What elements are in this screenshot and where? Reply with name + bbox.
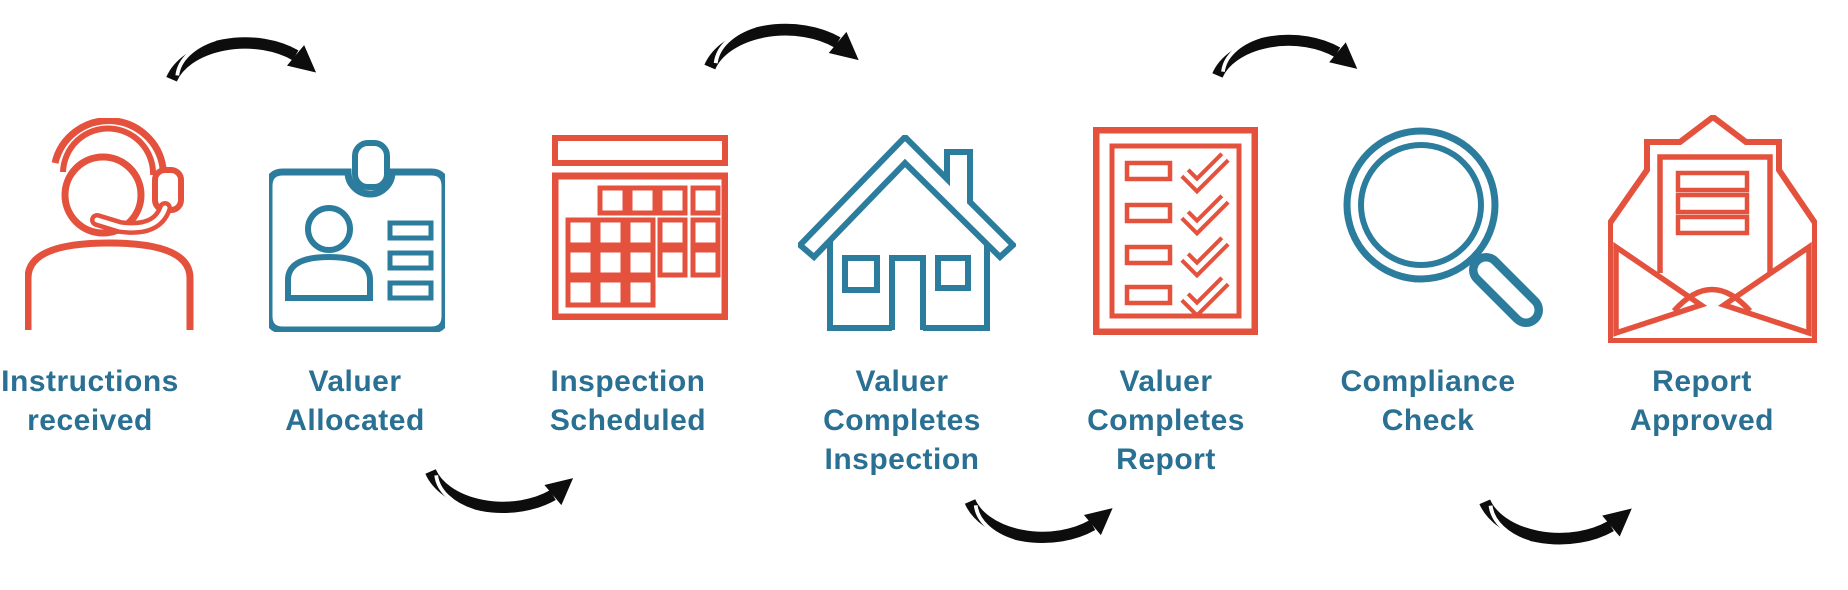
step-label-valuer-allocated: Valuer Allocated: [285, 365, 425, 437]
flow-arrow-4-bottom: [958, 494, 1128, 558]
support-agent-headset-icon: [25, 118, 195, 330]
flow-arrow-3-top: [700, 6, 872, 74]
house-icon: [798, 135, 1016, 331]
flow-arrow-2-bottom: [416, 464, 591, 528]
id-badge-icon: [269, 140, 445, 332]
magnifier-icon: [1340, 127, 1548, 339]
calendar-icon: [552, 135, 728, 320]
step-label-inspection-scheduled: Inspection Scheduled: [549, 365, 707, 437]
step-label-valuer-completes-inspection: Valuer Completes Inspection: [823, 365, 981, 476]
checklist-icon: [1093, 127, 1258, 335]
flow-arrow-6-bottom: [1475, 494, 1645, 560]
step-label-valuer-completes-report: Valuer Completes Report: [1087, 365, 1245, 476]
step-label-compliance-check: Compliance Check: [1340, 365, 1516, 437]
step-label-report-approved: Report Approved: [1629, 365, 1774, 437]
step-label-instructions-received: Instructions received: [1, 365, 179, 437]
open-envelope-icon: [1608, 115, 1817, 343]
flow-arrow-1-top: [158, 22, 333, 84]
flow-arrow-5-top: [1203, 20, 1375, 80]
